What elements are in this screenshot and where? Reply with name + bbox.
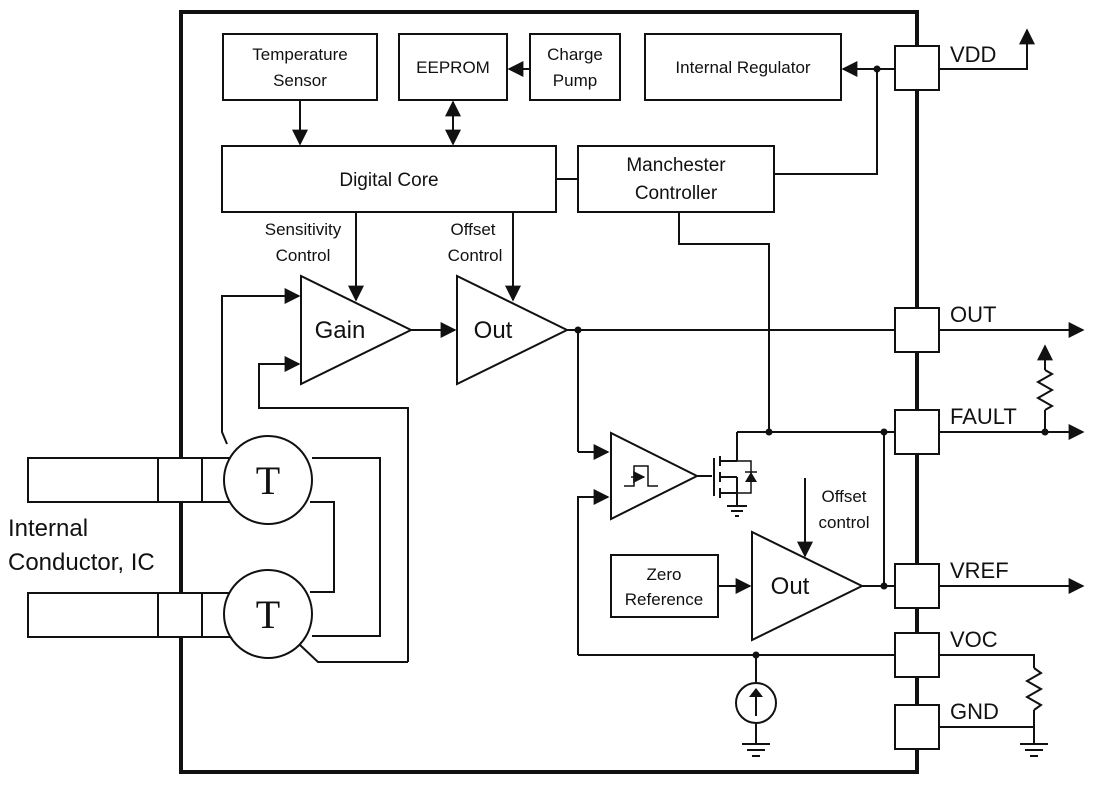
current-source-ground (742, 743, 770, 757)
charge-pump-block: Charge Pump (529, 33, 621, 101)
t-sensor-bottom: T (223, 569, 313, 659)
charge-pump-label-2: Pump (553, 71, 597, 90)
eeprom-label: EEPROM (416, 58, 490, 77)
offset-control-ref-label-2: control (818, 513, 869, 532)
conductor-label-1: Internal (8, 515, 88, 542)
fault-comparator (610, 431, 700, 521)
t-sensor-top: T (223, 435, 313, 525)
pin-out: OUT (894, 302, 1085, 353)
pin-fault-label: FAULT (950, 404, 1017, 429)
out-amplifier-ref: Out (751, 530, 865, 642)
conductor-bar-top (27, 457, 231, 503)
manchester-to-fault-wire (678, 212, 770, 432)
pin-vdd-label: VDD (950, 42, 996, 67)
vdd-junction (873, 65, 881, 73)
sensitivity-control-label-2: Control (276, 246, 331, 265)
vdd-to-manchester-wire (774, 69, 878, 175)
internal-regulator-block: Internal Regulator (644, 33, 842, 101)
offset-control-ref-label-1: Offset (821, 487, 866, 506)
fault-junction-1 (765, 428, 773, 436)
t2-to-gain-neg-wire (258, 356, 409, 662)
out-ref-label: Out (771, 573, 810, 600)
voc-to-comparator-wire (577, 489, 610, 655)
eeprom-block: EEPROM (398, 33, 508, 101)
sensor-right-loop (312, 457, 381, 637)
pin-gnd-label: GND (950, 699, 999, 724)
t2-output-wire (299, 644, 408, 663)
zero-reference-label-1: Zero (647, 565, 682, 584)
offset-control-label-1: Offset (450, 220, 495, 239)
zero-reference-block: Zero Reference (610, 554, 719, 618)
t-sensor-top-label: T (256, 458, 280, 503)
charge-pump-label-1: Charge (547, 45, 603, 64)
conductor-bar-bottom (27, 592, 231, 638)
fault-pullup-resistor (1035, 369, 1055, 411)
sensitivity-control-label-1: Sensitivity (265, 220, 342, 239)
pin-out-label: OUT (950, 302, 996, 327)
vref-junction (880, 582, 888, 590)
pin-fault: FAULT (894, 344, 1085, 455)
pin-vdd: VDD (894, 28, 1035, 91)
digital-core-label: Digital Core (339, 170, 438, 191)
temperature-sensor-label-1: Temperature (252, 45, 347, 64)
pin-vref-label: VREF (950, 558, 1009, 583)
internal-regulator-label: Internal Regulator (675, 58, 810, 77)
gain-amplifier: Gain (300, 274, 414, 386)
pin-voc-label: VOC (950, 627, 998, 652)
pin-gnd: GND (894, 699, 1048, 757)
digital-core-block: Digital Core (221, 145, 557, 213)
manchester-label-1: Manchester (626, 155, 726, 176)
t1-to-gain-pos-wire (221, 288, 301, 445)
manchester-controller-block: Manchester Controller (577, 145, 775, 213)
temperature-sensor-label-2: Sensor (273, 71, 327, 90)
gain-label: Gain (315, 317, 366, 344)
zero-reference-label-2: Reference (625, 590, 703, 609)
conductor-label-2: Conductor, IC (8, 549, 155, 576)
pin-voc: VOC (894, 627, 1044, 711)
out-amplifier-main: Out (456, 274, 570, 386)
voc-resistor (1024, 667, 1044, 711)
t-sensor-bottom-label: T (256, 592, 280, 637)
offset-control-label-2: Control (448, 246, 503, 265)
out-main-label: Out (474, 317, 513, 344)
mosfet-ground (727, 505, 747, 517)
manchester-label-2: Controller (635, 183, 718, 204)
hysteresis-symbol (624, 465, 658, 487)
vdd-supply-arrow (939, 28, 1035, 70)
sensor-inner-link (310, 501, 335, 593)
chip-outline (179, 10, 919, 774)
current-source (735, 682, 777, 724)
pin-vref: VREF (894, 558, 1085, 609)
temperature-sensor-block: Temperature Sensor (222, 33, 378, 101)
fault-mosfet (713, 432, 757, 506)
